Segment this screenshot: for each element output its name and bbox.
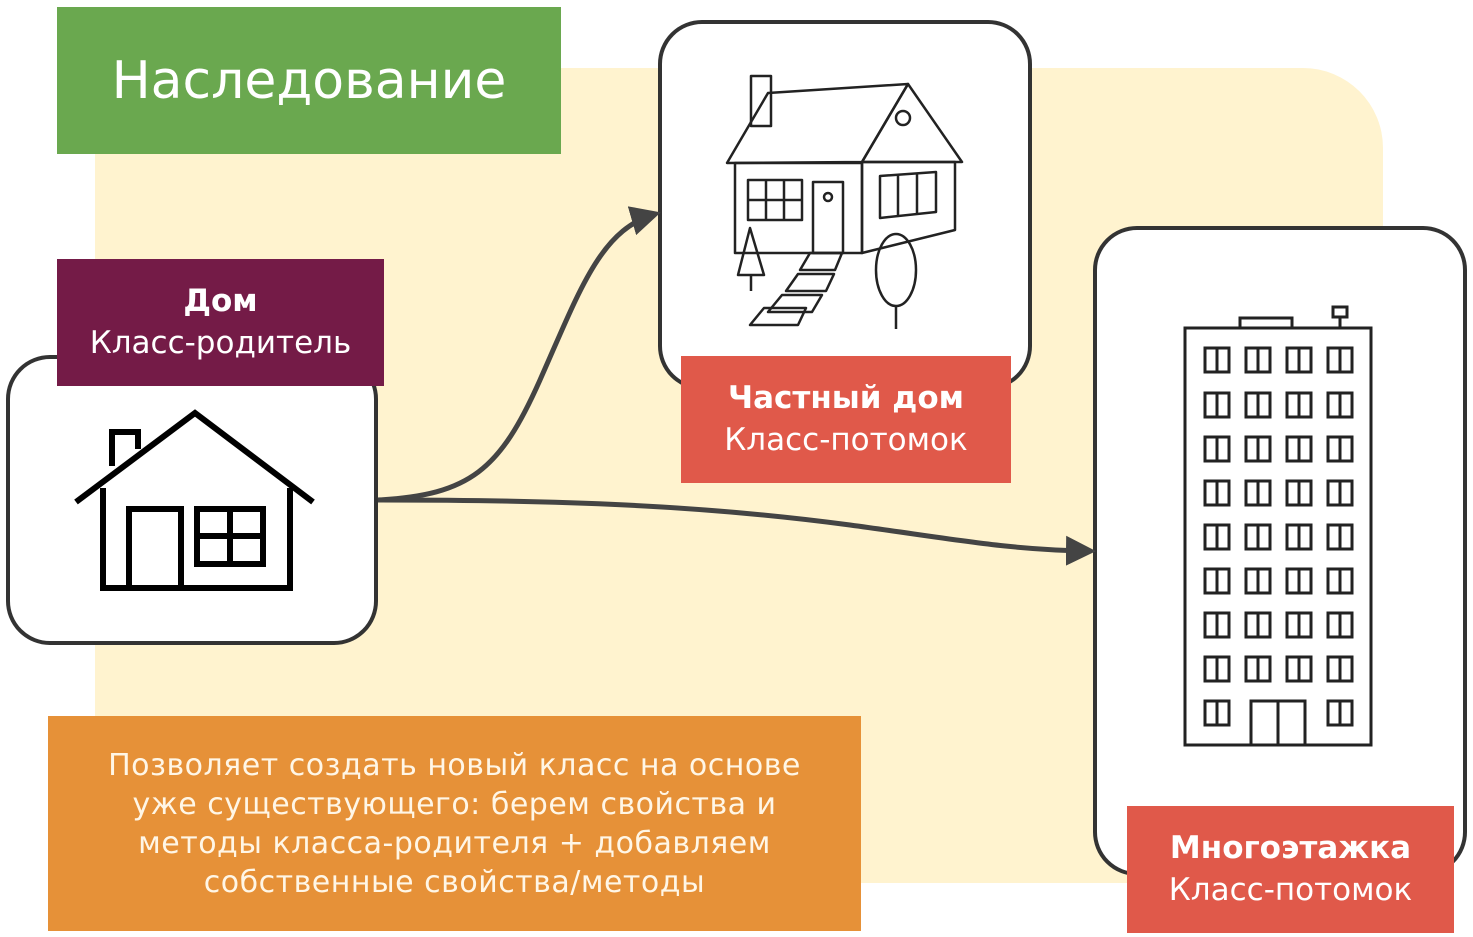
private-house-icon — [725, 74, 964, 329]
inheritance-arrow-private-house — [377, 206, 661, 503]
inheritance-arrow-apartment — [377, 497, 1096, 566]
apartment-building-name: Многоэтажка — [1169, 829, 1412, 866]
parent-class-card — [6, 355, 378, 645]
apartment-building-label: Многоэтажка Класс-потомок — [1127, 806, 1454, 933]
title-text: Наследование — [111, 50, 507, 111]
parent-class-label: Дом Класс-родитель — [57, 259, 384, 386]
private-house-role: Класс-потомок — [724, 421, 968, 458]
private-house-card — [658, 20, 1032, 390]
private-house-label: Частный дом Класс-потомок — [681, 356, 1011, 483]
description-text: Позволяет создать новый класс на основе … — [108, 747, 801, 900]
building-windows — [1203, 346, 1354, 727]
apartment-building-role: Класс-потомок — [1168, 871, 1413, 908]
parent-class-role: Класс-родитель — [89, 324, 352, 361]
description-box: Позволяет создать новый класс на основе … — [48, 716, 861, 931]
apartment-building-icon — [1183, 305, 1373, 747]
diagram-title: Наследование — [57, 7, 561, 154]
house-icon — [74, 409, 315, 591]
parent-class-name: Дом — [183, 282, 258, 319]
private-house-name: Частный дом — [728, 379, 964, 416]
